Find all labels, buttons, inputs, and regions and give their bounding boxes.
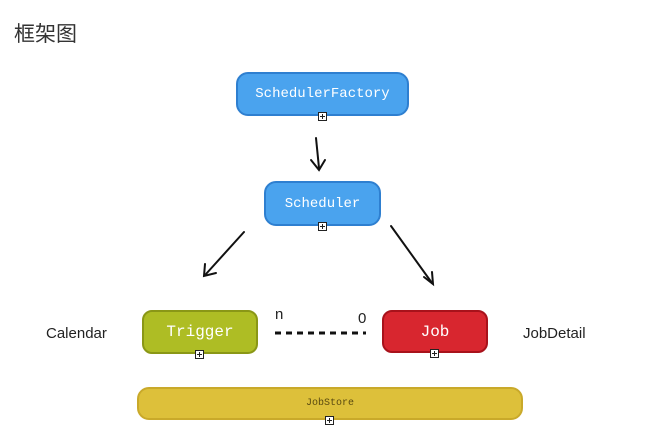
arrow-scheduler-to-job [390,225,433,284]
diagram-title: 框架图 [14,22,77,46]
job-multiplicity: 0 [358,310,367,327]
scheduler-factory-label: SchedulerFactory [255,86,390,102]
job-store-label: JobStore [305,398,354,409]
arrow-scheduler-to-trigger-head [202,263,217,278]
job-label: Job [420,322,450,341]
expand-icon[interactable] [430,349,439,358]
job-node[interactable]: Job [382,310,488,358]
arrow-factory-to-scheduler-head [310,159,326,172]
scheduler-node[interactable]: Scheduler [264,181,381,231]
arrow-scheduler-to-trigger [205,231,245,275]
scheduler-factory-node[interactable]: SchedulerFactory [236,72,409,121]
expand-icon[interactable] [317,222,327,231]
trigger-node[interactable]: Trigger [142,310,258,359]
scheduler-label: Scheduler [284,195,361,212]
expand-icon[interactable] [195,350,204,359]
expand-icon[interactable] [317,112,327,121]
arrow-scheduler-to-job-head [423,271,435,287]
arrow-factory-to-scheduler [315,137,320,169]
trigger-label: Trigger [166,323,234,341]
job-store-node[interactable]: JobStore [137,387,523,425]
job-detail-label: JobDetail [523,325,586,342]
trigger-multiplicity: n [275,306,284,323]
calendar-label: Calendar [46,325,107,342]
expand-icon[interactable] [325,416,334,425]
